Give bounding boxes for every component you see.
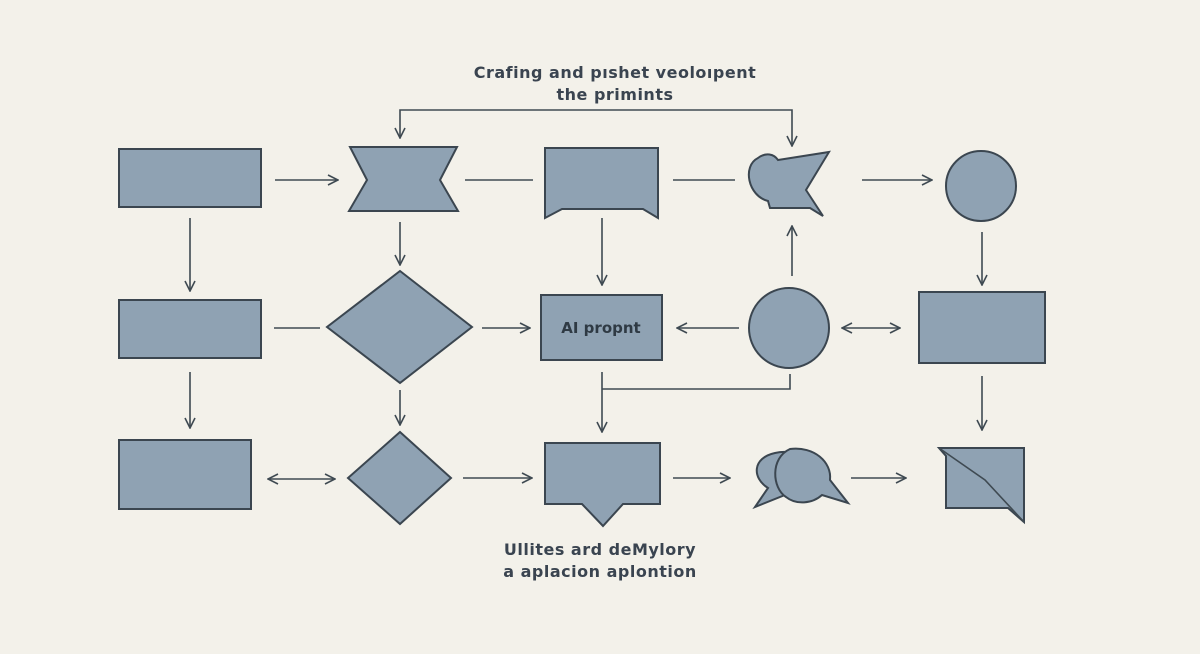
diagram-title: Crafing and pıshet veoloıpent the primin… xyxy=(400,62,830,106)
node-r2c3-ai-prompt[interactable] xyxy=(540,294,663,361)
node-r2c3-label: AI propnt xyxy=(561,319,640,337)
nodes: AI propnt xyxy=(118,146,1046,528)
node-r3c3-callout[interactable] xyxy=(544,442,661,528)
node-r2c4-circle[interactable] xyxy=(748,287,830,369)
split-rect-body xyxy=(936,447,1025,525)
split-rect-diagonal xyxy=(938,447,1025,523)
node-r1c3-banner[interactable] xyxy=(544,147,659,220)
node-r2c5-rectangle[interactable] xyxy=(918,291,1046,364)
edge-r2c4-r3c3-bracket xyxy=(602,374,791,390)
node-r3c5-split-rectangle[interactable] xyxy=(936,447,1025,525)
node-r1c1-rectangle[interactable] xyxy=(118,148,262,208)
node-r1c4-callout[interactable] xyxy=(748,150,831,217)
speech-bubble-front-icon xyxy=(774,447,851,505)
edge-top-bracket xyxy=(400,109,792,146)
node-r2c1-rectangle[interactable] xyxy=(118,299,262,359)
node-r2c2-diamond[interactable] xyxy=(325,269,474,385)
footer-line-2: a aplacion aplontion xyxy=(503,562,697,581)
node-r1c5-circle[interactable] xyxy=(945,150,1017,222)
node-r3c1-rectangle[interactable] xyxy=(118,439,252,510)
footer-line-1: Ullites ard deMylory xyxy=(503,540,697,559)
title-line-2: the primints xyxy=(556,85,674,104)
node-r1c2-bowtie[interactable] xyxy=(347,146,460,212)
node-r3c2-diamond[interactable] xyxy=(346,430,453,526)
title-line-1: Crafing and pıshet veoloıpent xyxy=(473,63,757,82)
edges xyxy=(190,109,982,479)
diagram-footer: Ullites ard deMylory a aplacion aplontio… xyxy=(420,539,780,583)
node-r3c4-speech-bubbles[interactable] xyxy=(752,447,851,510)
